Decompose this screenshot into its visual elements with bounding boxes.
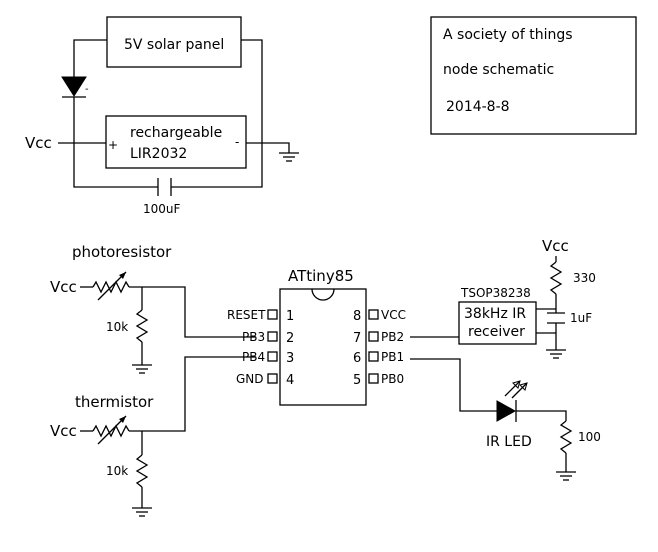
battery-label-2: LIR2032	[130, 146, 187, 162]
pin-7-label: PB2	[381, 330, 404, 344]
pin-4-label: GND	[236, 372, 264, 386]
pin-1: RESET 1	[227, 308, 294, 324]
vcc-ir-label: Vcc	[542, 237, 569, 255]
ir-receiver-line-2: receiver	[468, 324, 525, 340]
cap-1uf-label: 1uF	[570, 311, 592, 325]
pin-1-label: RESET	[227, 308, 266, 322]
thermistor-section: thermistor Vcc 10k	[50, 356, 256, 517]
tsop-part-label: TSOP38238	[460, 286, 531, 300]
battery-label-1: rechargeable	[130, 125, 222, 141]
r330-label: 330	[573, 271, 596, 285]
resistor-100-icon	[559, 420, 573, 454]
pin-6-label: PB1	[381, 350, 404, 364]
ground-photo-icon	[132, 364, 152, 374]
resistor-10k-2-icon	[135, 454, 149, 488]
solar-panel-label: 5V solar panel	[124, 37, 224, 53]
title-line-1: A society of things	[443, 27, 573, 43]
capacitor-1uf-icon	[547, 312, 565, 324]
thermistor-label: thermistor	[75, 393, 154, 411]
vcc-therm-label: Vcc	[50, 422, 77, 440]
photoresistor-label: photoresistor	[72, 243, 172, 261]
pin-7: 7 PB2	[353, 330, 404, 346]
ground-therm-icon	[132, 507, 152, 517]
r100-label: 100	[578, 430, 601, 444]
ir-led-icon	[496, 400, 517, 422]
resistor-330-icon	[549, 261, 563, 295]
power-section: 5V solar panel - rechargeable LIR2032 + …	[25, 16, 299, 216]
attiny85-chip: ATtiny85 RESET 1 PB3 2 PB4 3 GND 4 8 V	[227, 267, 406, 406]
ir-receiver-section: TSOP38238 38kHz IR receiver Vcc 330 1uF	[410, 237, 596, 359]
title-date: 2014-8-8	[446, 99, 510, 115]
pin-3: PB4 3	[242, 350, 294, 366]
vcc-power-label: Vcc	[25, 134, 52, 152]
solar-panel	[106, 16, 242, 68]
ground-ir-icon	[546, 349, 566, 359]
pin-4-num: 4	[286, 373, 294, 388]
pin-6-num: 6	[353, 351, 361, 366]
pin-3-num: 3	[286, 351, 294, 366]
pin-1-num: 1	[286, 309, 294, 324]
title-block: A society of things node schematic 2014-…	[430, 16, 637, 135]
pin-4: GND 4	[236, 372, 294, 388]
photoresistor-section: photoresistor Vcc 10k	[50, 243, 256, 374]
resistor-10k-1-icon	[135, 309, 149, 343]
vcc-photo-label: Vcc	[50, 278, 77, 296]
battery-plus: +	[108, 138, 118, 152]
pin-2-label: PB3	[242, 330, 265, 344]
battery-box	[105, 115, 247, 169]
pin-8-label: VCC	[381, 308, 406, 322]
pin-2: PB3 2	[242, 330, 294, 346]
ground-icon	[279, 152, 299, 162]
pin-2-num: 2	[286, 331, 294, 346]
ir-led-section: 100 IR LED	[410, 358, 601, 481]
pin-5-label: PB0	[381, 372, 404, 386]
ground-led-icon	[556, 471, 576, 481]
pin-7-num: 7	[353, 331, 361, 346]
ir-receiver-box	[458, 301, 537, 345]
pin-8: 8 VCC	[353, 308, 406, 324]
r1-label: 10k	[106, 320, 128, 334]
battery-minus: -	[235, 135, 239, 149]
ir-led-label: IR LED	[486, 434, 532, 450]
pin-6: 6 PB1	[353, 350, 404, 366]
pin-8-num: 8	[353, 309, 361, 324]
ir-receiver-line-1: 38kHz IR	[464, 306, 526, 322]
emission-arrows-icon	[504, 380, 528, 399]
capacitor-100uf-icon	[157, 178, 172, 196]
pin-5-num: 5	[353, 373, 361, 388]
diode-minus: -	[85, 84, 89, 95]
pin-3-label: PB4	[242, 350, 265, 364]
pin-5: 5 PB0	[353, 372, 404, 388]
mcu-name: ATtiny85	[288, 267, 354, 285]
r2-label: 10k	[106, 464, 128, 478]
title-line-2: node schematic	[443, 62, 554, 78]
blocking-diode-icon	[61, 72, 87, 98]
cap-100uf-label: 100uF	[143, 202, 181, 216]
